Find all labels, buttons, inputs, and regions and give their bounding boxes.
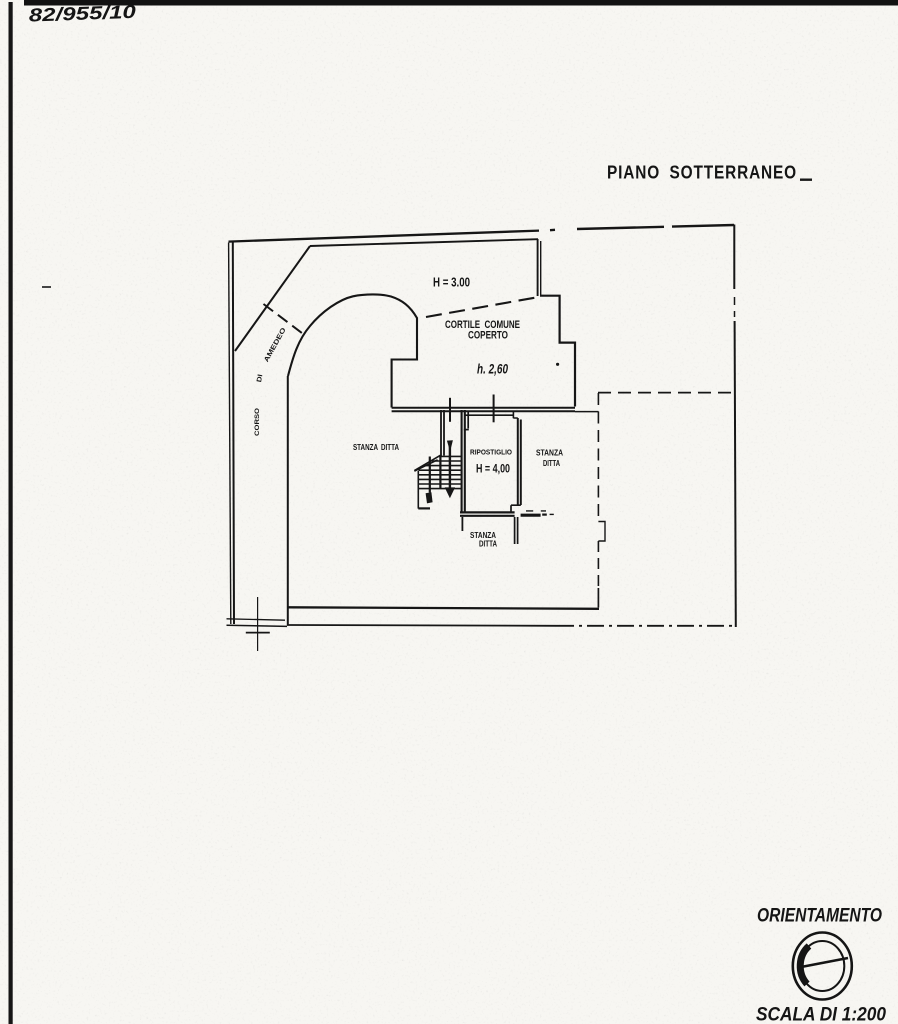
svg-text:COPERTO: COPERTO bbox=[468, 330, 508, 342]
svg-text:H = 4,00: H = 4,00 bbox=[476, 461, 510, 475]
svg-text:CORTILE COMUNE: CORTILE COMUNE bbox=[445, 319, 520, 331]
svg-text:H = 3.00: H = 3.00 bbox=[433, 276, 470, 290]
svg-text:SCALA DI 1:200: SCALA DI 1:200 bbox=[756, 1004, 886, 1024]
svg-text:82/955/10: 82/955/10 bbox=[28, 1, 137, 26]
svg-text:STANZA: STANZA bbox=[536, 449, 563, 458]
svg-text:STANZA: STANZA bbox=[470, 531, 496, 540]
svg-text:DITTA: DITTA bbox=[543, 459, 560, 468]
svg-text:RIPOSTIGLIO: RIPOSTIGLIO bbox=[470, 450, 513, 457]
svg-text:PIANO SOTTERRANEO: PIANO SOTTERRANEO bbox=[607, 163, 797, 183]
svg-text:DI: DI bbox=[256, 374, 264, 383]
svg-text:STANZA DITTA: STANZA DITTA bbox=[353, 442, 399, 452]
svg-text:h. 2,60: h. 2,60 bbox=[477, 361, 508, 377]
svg-text:CORSO: CORSO bbox=[254, 408, 261, 436]
svg-text:DITTA: DITTA bbox=[479, 540, 497, 549]
svg-text:ORIENTAMENTO: ORIENTAMENTO bbox=[757, 906, 882, 927]
